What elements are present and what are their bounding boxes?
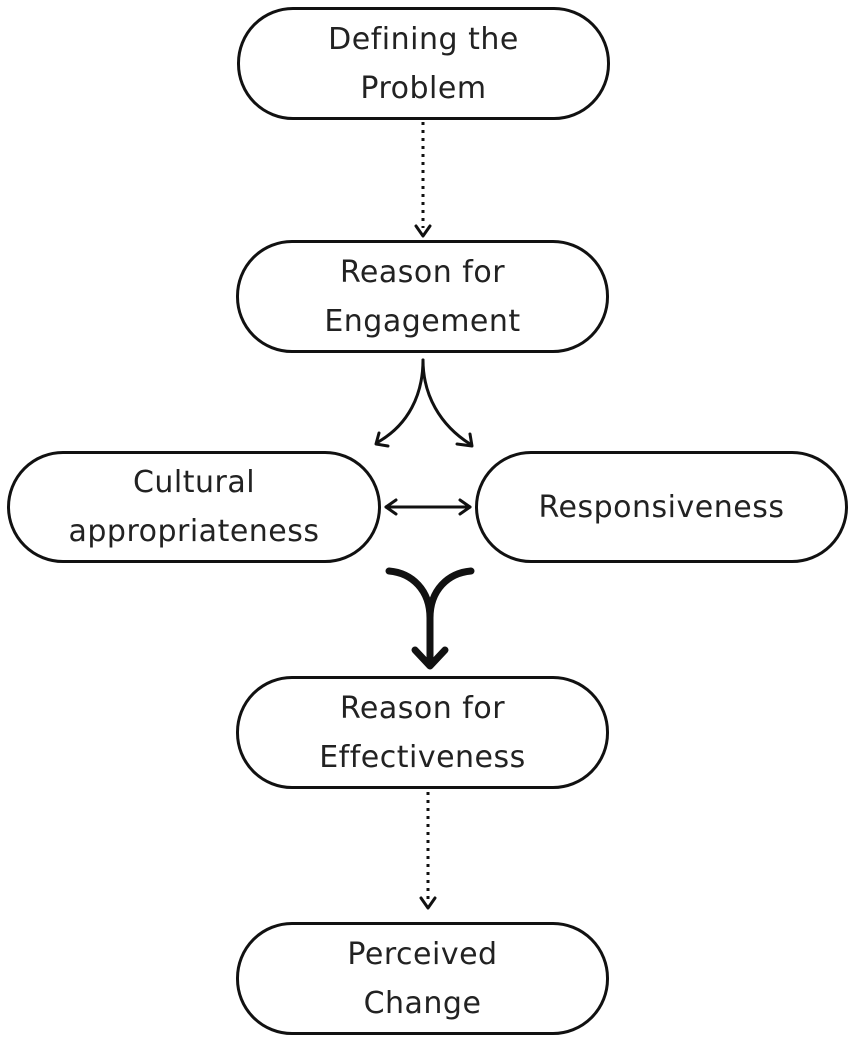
dotted-arrow-effectiveness-to-change	[419, 792, 437, 910]
node-label-line: Engagement	[324, 303, 521, 339]
node-label-line: Responsiveness	[538, 489, 785, 525]
bidirectional-arrow	[384, 498, 472, 516]
node-reason-for-effectiveness: Reason for Effectiveness	[236, 676, 609, 789]
node-label-line: Reason for	[339, 254, 506, 290]
node-cultural-appropriateness: Cultural appropriateness	[7, 451, 381, 563]
node-label-line: Problem	[360, 70, 487, 106]
node-label-line: Effectiveness	[319, 739, 526, 775]
node-perceived-change: Perceived Change	[236, 922, 609, 1035]
dotted-arrow-define-to-engagement	[414, 122, 432, 238]
node-reason-for-engagement: Reason for Engagement	[236, 240, 609, 353]
merge-arrow-bold	[385, 567, 475, 670]
node-label-line: Reason for	[339, 690, 506, 726]
split-arrow-engagement	[374, 358, 474, 448]
node-defining-the-problem: Defining the Problem	[237, 7, 610, 120]
node-label-line: Cultural	[132, 465, 256, 500]
node-label-line: Perceived	[347, 936, 498, 972]
node-responsiveness: Responsiveness	[475, 451, 848, 563]
node-label-line: Change	[363, 985, 482, 1021]
node-label-line: appropriateness	[68, 514, 320, 549]
node-label-line: Defining the	[328, 21, 519, 57]
